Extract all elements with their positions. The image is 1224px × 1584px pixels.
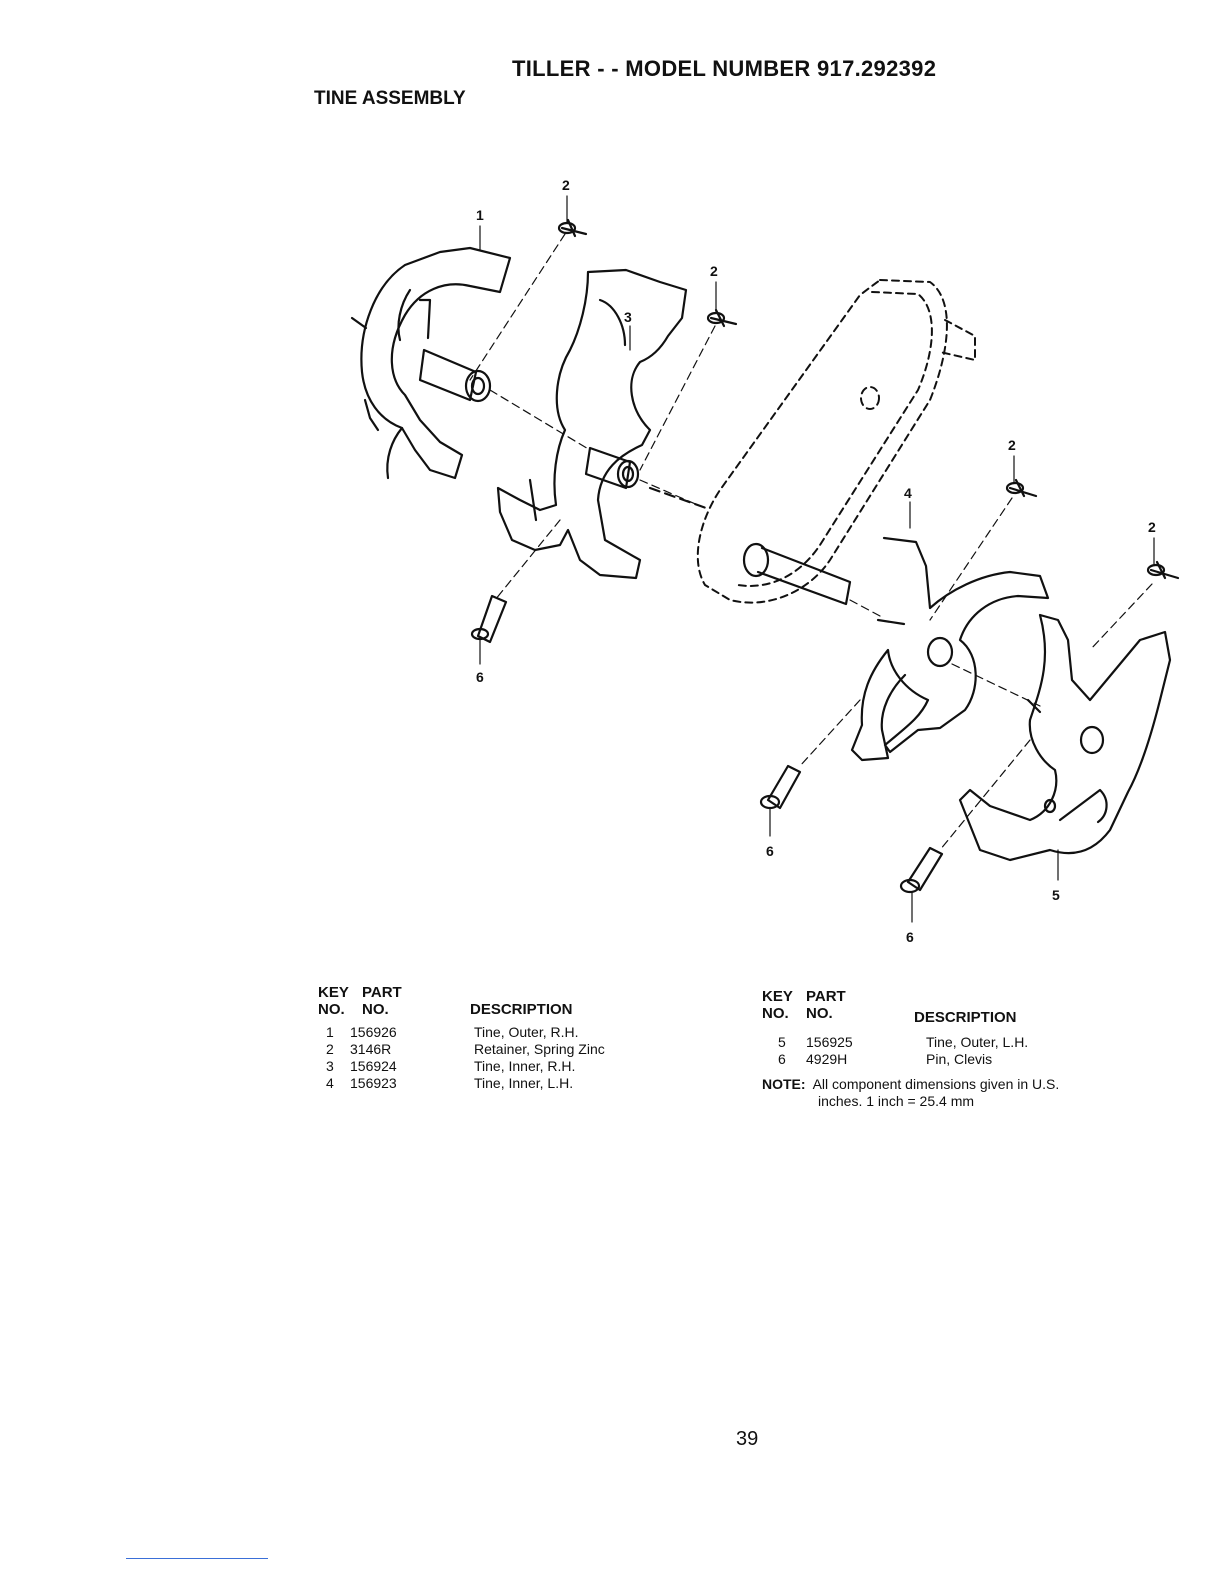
table-header-row-1: KEY PART (762, 988, 1162, 1005)
tine-inner-rh (496, 268, 688, 580)
row-description: Tine, Inner, L.H. (474, 1075, 574, 1091)
row-description: Retainer, Spring Zinc (474, 1041, 605, 1057)
callout-2b: 2 (710, 263, 718, 279)
callout-6a: 6 (476, 669, 484, 685)
tine-assembly-diagram: 1 2 2 3 2 4 2 5 6 6 6 (350, 177, 1180, 945)
note-label: NOTE: (762, 1076, 806, 1092)
table-row: 3 156924 Tine, Inner, R.H. (318, 1058, 658, 1075)
tine-outer-rh (350, 246, 512, 480)
dimensions-note: NOTE: All component dimensions given in … (762, 1076, 1162, 1110)
parts-table-left: KEY PART NO. NO. DESCRIPTION 1 156926 Ti… (318, 984, 658, 1092)
table-header-row-2: NO. NO. DESCRIPTION (762, 1005, 1162, 1026)
table-row: 1 156926 Tine, Outer, R.H. (318, 1024, 658, 1041)
header-part-no: NO. (362, 1001, 389, 1018)
row-key: 5 (778, 1034, 786, 1050)
spring-retainer-1 (557, 218, 588, 238)
footer-rule (126, 1558, 268, 1559)
callout-5: 5 (1052, 887, 1060, 903)
row-part: 156926 (350, 1024, 397, 1040)
parts-table-right: KEY PART NO. NO. DESCRIPTION 5 156925 Ti… (762, 988, 1162, 1068)
table-header-row-1: KEY PART (318, 984, 658, 1001)
row-key: 3 (326, 1058, 334, 1074)
header-part: PART (362, 984, 402, 1001)
callout-3: 3 (624, 309, 632, 325)
row-part: 3146R (350, 1041, 392, 1057)
spring-retainer-3 (1005, 478, 1038, 498)
note-line-2: inches. 1 inch = 25.4 mm (818, 1093, 975, 1109)
row-description: Pin, Clevis (926, 1051, 993, 1067)
header-key-no: NO. (762, 1005, 789, 1022)
callout-2a: 2 (562, 177, 570, 193)
callout-2d: 2 (1148, 519, 1156, 535)
note-line-1: All component dimensions given in U.S. (812, 1076, 1060, 1092)
table-row: 4 156923 Tine, Inner, L.H. (318, 1075, 658, 1092)
row-part: 156924 (350, 1058, 397, 1074)
callout-1: 1 (476, 207, 484, 223)
spring-retainer-4 (1146, 560, 1180, 580)
row-description: Tine, Outer, R.H. (474, 1024, 579, 1040)
header-part: PART (806, 988, 846, 1005)
row-key: 2 (326, 1041, 334, 1057)
header-description: DESCRIPTION (914, 1009, 1017, 1026)
clevis-pin-2 (759, 764, 802, 810)
header-key-no: NO. (318, 1001, 345, 1018)
tine-1-hub (418, 348, 492, 403)
row-key: 4 (326, 1075, 334, 1091)
clevis-pin-1 (470, 594, 508, 644)
callout-4: 4 (904, 485, 912, 501)
clevis-pin-3 (899, 846, 944, 894)
page-title: TILLER - - MODEL NUMBER 917.292392 (512, 56, 937, 81)
row-description: Tine, Outer, L.H. (926, 1034, 1029, 1050)
header-key: KEY (318, 984, 349, 1001)
row-part: 156925 (806, 1034, 853, 1050)
row-part: 156923 (350, 1075, 397, 1091)
row-description: Tine, Inner, R.H. (474, 1058, 576, 1074)
callout-2c: 2 (1008, 437, 1016, 453)
row-part: 4929H (806, 1051, 848, 1067)
header-description: DESCRIPTION (470, 1001, 573, 1018)
table-row: 2 3146R Retainer, Spring Zinc (318, 1041, 658, 1058)
section-title: TINE ASSEMBLY (314, 88, 466, 109)
table-row: 6 4929H Pin, Clevis (762, 1051, 1162, 1068)
leader-lines (479, 195, 1155, 923)
header-key: KEY (762, 988, 793, 1005)
spring-retainer-2 (706, 308, 738, 328)
chain-case (696, 279, 976, 604)
row-key: 6 (778, 1051, 786, 1067)
callout-6c: 6 (906, 929, 914, 945)
tine-shaft (648, 486, 852, 606)
table-header-row-2: NO. NO. DESCRIPTION (318, 1001, 658, 1018)
alignment-lines (469, 233, 1153, 851)
tine-3-hub (584, 446, 640, 490)
row-key: 1 (326, 1024, 334, 1040)
callout-6b: 6 (766, 843, 774, 859)
header-part-no: NO. (806, 1005, 833, 1022)
table-row: 5 156925 Tine, Outer, L.H. (762, 1034, 1162, 1051)
tine-outer-lh (958, 613, 1172, 862)
page-number: 39 (736, 1428, 759, 1450)
tine-inner-lh (850, 536, 1050, 762)
